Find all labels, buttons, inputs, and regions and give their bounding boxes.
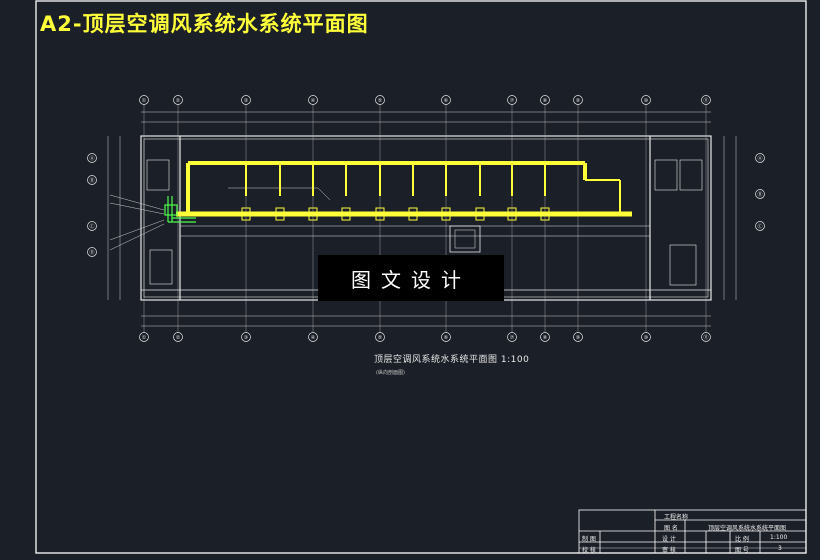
axis-bubble-bottom: ① xyxy=(139,332,149,342)
svg-text:Ⓐ: Ⓐ xyxy=(89,155,94,162)
svg-text:⑥: ⑥ xyxy=(444,98,449,104)
svg-text:⑩: ⑩ xyxy=(644,98,649,104)
axis-bubble-top: ④ xyxy=(308,95,318,105)
axis-bubble-bottom: ⑥ xyxy=(441,332,451,342)
svg-text:④: ④ xyxy=(311,98,316,104)
svg-text:⑥: ⑥ xyxy=(444,335,449,341)
tb-drawn-label: 制 图 xyxy=(582,536,596,543)
axis-bubble-top: ⑤ xyxy=(375,95,385,105)
tb-review-label: 校 核 xyxy=(582,547,596,554)
air-diffuser xyxy=(308,207,318,221)
svg-text:⑪: ⑪ xyxy=(703,97,708,104)
air-diffuser xyxy=(507,207,517,221)
air-diffuser xyxy=(341,207,351,221)
svg-text:⑪: ⑪ xyxy=(703,334,708,341)
tb-drawing-label: 图 名 xyxy=(664,525,678,532)
svg-text:①: ① xyxy=(142,98,147,104)
axis-bubble-bottom: ⑤ xyxy=(375,332,385,342)
watermark-banner: 图文设计 xyxy=(318,255,504,301)
svg-text:Ⓒ: Ⓒ xyxy=(89,223,94,230)
tb-sheet-label: 图 号 xyxy=(735,547,749,554)
air-diffuser xyxy=(475,207,485,221)
svg-text:②: ② xyxy=(176,98,181,104)
axis-bubble-bottom: ⑨ xyxy=(573,332,583,342)
axis-bubble-top: ① xyxy=(139,95,149,105)
svg-text:③: ③ xyxy=(244,335,248,341)
svg-text:⑤: ⑤ xyxy=(378,98,382,104)
axis-bubble-top: ⑨ xyxy=(573,95,583,105)
svg-text:Ⓓ: Ⓓ xyxy=(89,249,94,256)
svg-text:⑧: ⑧ xyxy=(543,98,548,104)
tb-drawing-name: 顶层空调风系统水系统平面图 xyxy=(708,525,787,532)
tb-scale-value: 1:100 xyxy=(770,534,788,541)
axis-bubble-bottom: ② xyxy=(173,332,183,342)
air-diffuser xyxy=(408,207,418,221)
plan-caption: 顶层空调风系统水系统平面图 1:100 xyxy=(374,355,530,365)
svg-text:⑦: ⑦ xyxy=(510,335,515,341)
axis-bubble-top: ⑧ xyxy=(540,95,550,105)
svg-text:③: ③ xyxy=(244,98,248,104)
svg-text:Ⓑ: Ⓑ xyxy=(757,191,762,198)
svg-text:Ⓒ: Ⓒ xyxy=(757,223,762,230)
axis-bubble-bottom: ③ xyxy=(241,332,251,342)
axis-bubble-top: ③ xyxy=(241,95,251,105)
axis-bubble-top: ⑦ xyxy=(507,95,517,105)
svg-text:Ⓐ: Ⓐ xyxy=(757,155,762,162)
tb-design-label: 设 计 xyxy=(662,536,676,543)
tb-scale-label: 比 例 xyxy=(735,536,749,543)
dimension-lines xyxy=(107,111,737,327)
axis-bubble-right: Ⓐ xyxy=(755,153,765,163)
air-diffuser xyxy=(275,207,285,221)
axis-bubble-top: ⑩ xyxy=(641,95,651,105)
svg-text:⑤: ⑤ xyxy=(378,335,382,341)
air-diffuser xyxy=(540,207,550,221)
supply-duct xyxy=(176,161,632,217)
leader-lines xyxy=(109,187,331,251)
plan-subcaption: (纵向剖面图) xyxy=(376,370,405,376)
title-block xyxy=(578,509,807,554)
air-diffuser xyxy=(241,207,251,221)
axis-bubble-left: Ⓑ xyxy=(87,175,97,185)
axis-bubble-bottom: ④ xyxy=(308,332,318,342)
axis-bubble-right: Ⓑ xyxy=(755,189,765,199)
svg-text:⑦: ⑦ xyxy=(510,98,515,104)
svg-text:④: ④ xyxy=(311,335,316,341)
svg-text:⑨: ⑨ xyxy=(576,335,580,341)
svg-text:⑧: ⑧ xyxy=(543,335,548,341)
svg-text:⑩: ⑩ xyxy=(644,335,649,341)
tb-project-label: 工程名称 xyxy=(664,514,689,521)
tb-sheet-value: 3 xyxy=(778,545,782,552)
axis-bubble-left: Ⓐ xyxy=(87,153,97,163)
axis-bubble-bottom: ⑦ xyxy=(507,332,517,342)
air-diffuser xyxy=(375,207,385,221)
svg-text:Ⓑ: Ⓑ xyxy=(89,177,94,184)
axis-bubble-top: ② xyxy=(173,95,183,105)
chilled-water-pipe xyxy=(164,196,196,223)
outer-frame xyxy=(35,0,807,554)
svg-text:⑨: ⑨ xyxy=(576,98,580,104)
axis-bubble-right: Ⓒ xyxy=(755,221,765,231)
air-diffuser xyxy=(441,207,451,221)
axis-bubble-left: Ⓒ xyxy=(87,221,97,231)
svg-text:②: ② xyxy=(176,335,181,341)
tb-check-label: 审 核 xyxy=(662,547,676,554)
watermark-text: 图文设计 xyxy=(351,267,471,292)
svg-text:①: ① xyxy=(142,335,147,341)
axis-bubble-bottom: ⑩ xyxy=(641,332,651,342)
axis-bubble-top: ⑪ xyxy=(701,95,711,105)
axis-bubble-top: ⑥ xyxy=(441,95,451,105)
duct-branches xyxy=(241,163,550,221)
axis-bubble-bottom: ⑪ xyxy=(701,332,711,342)
axis-bubble-left: Ⓓ xyxy=(87,247,97,257)
drawing-title: A2-顶层空调风系统水系统平面图 xyxy=(40,12,369,36)
axis-bubble-bottom: ⑧ xyxy=(540,332,550,342)
